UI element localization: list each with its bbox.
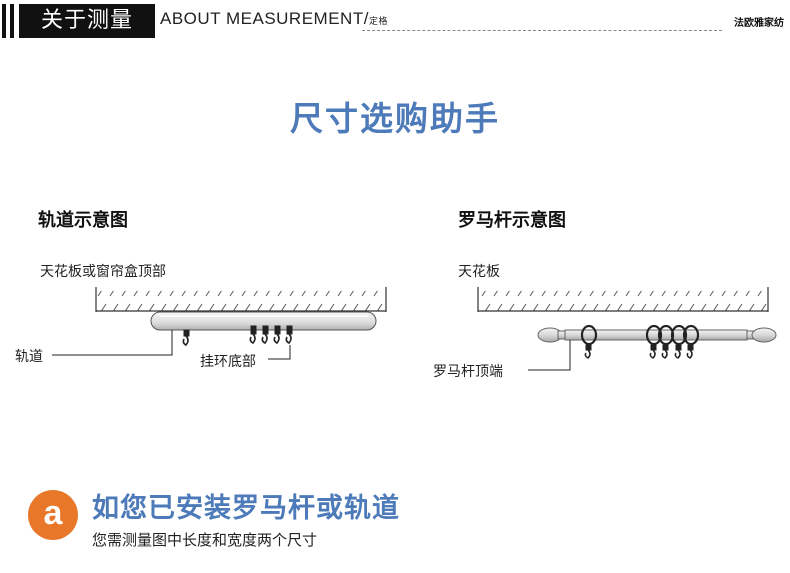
- header-title-en-sub: 定格: [368, 16, 388, 26]
- track-ceiling-label: 天花板或窗帘盒顶部: [40, 264, 166, 280]
- hook-bottom-label: 挂环底部: [200, 354, 256, 370]
- track-leaders: [52, 330, 291, 360]
- header-divider: [362, 30, 722, 31]
- rod-top-label: 罗马杆顶端: [433, 364, 503, 380]
- track-label: 轨道: [15, 349, 43, 365]
- header-title-en-main: ABOUT MEASUREMENT/: [160, 9, 369, 28]
- step-badge: a: [28, 490, 78, 540]
- track-rail: [150, 311, 377, 331]
- rod-ring-clips: [584, 344, 694, 359]
- rod-rings: [580, 324, 700, 346]
- rod-ceiling-label: 天花板: [458, 264, 500, 280]
- bottom-title: 如您已安装罗马杆或轨道: [92, 493, 400, 524]
- header-title-en: ABOUT MEASUREMENT/定格: [160, 9, 388, 29]
- roman-rod: [537, 327, 777, 343]
- brand-name: 法欧雅家纺: [734, 18, 784, 29]
- header-bar: [2, 4, 6, 38]
- header: 关于测量 ABOUT MEASUREMENT/定格 法欧雅家纺: [0, 0, 790, 40]
- rod-ceiling: [477, 287, 769, 312]
- rod-diagram-title: 罗马杆示意图: [458, 210, 566, 231]
- header-bar: [10, 4, 14, 38]
- track-ceiling: [95, 287, 387, 312]
- track-diagram-title: 轨道示意图: [38, 210, 128, 231]
- rod-leader: [528, 340, 571, 371]
- header-title-cn: 关于测量: [19, 4, 155, 38]
- track-hooks: [182, 325, 293, 347]
- page-title: 尺寸选购助手: [290, 99, 500, 138]
- bottom-subtitle: 您需测量图中长度和宽度两个尺寸: [92, 531, 318, 549]
